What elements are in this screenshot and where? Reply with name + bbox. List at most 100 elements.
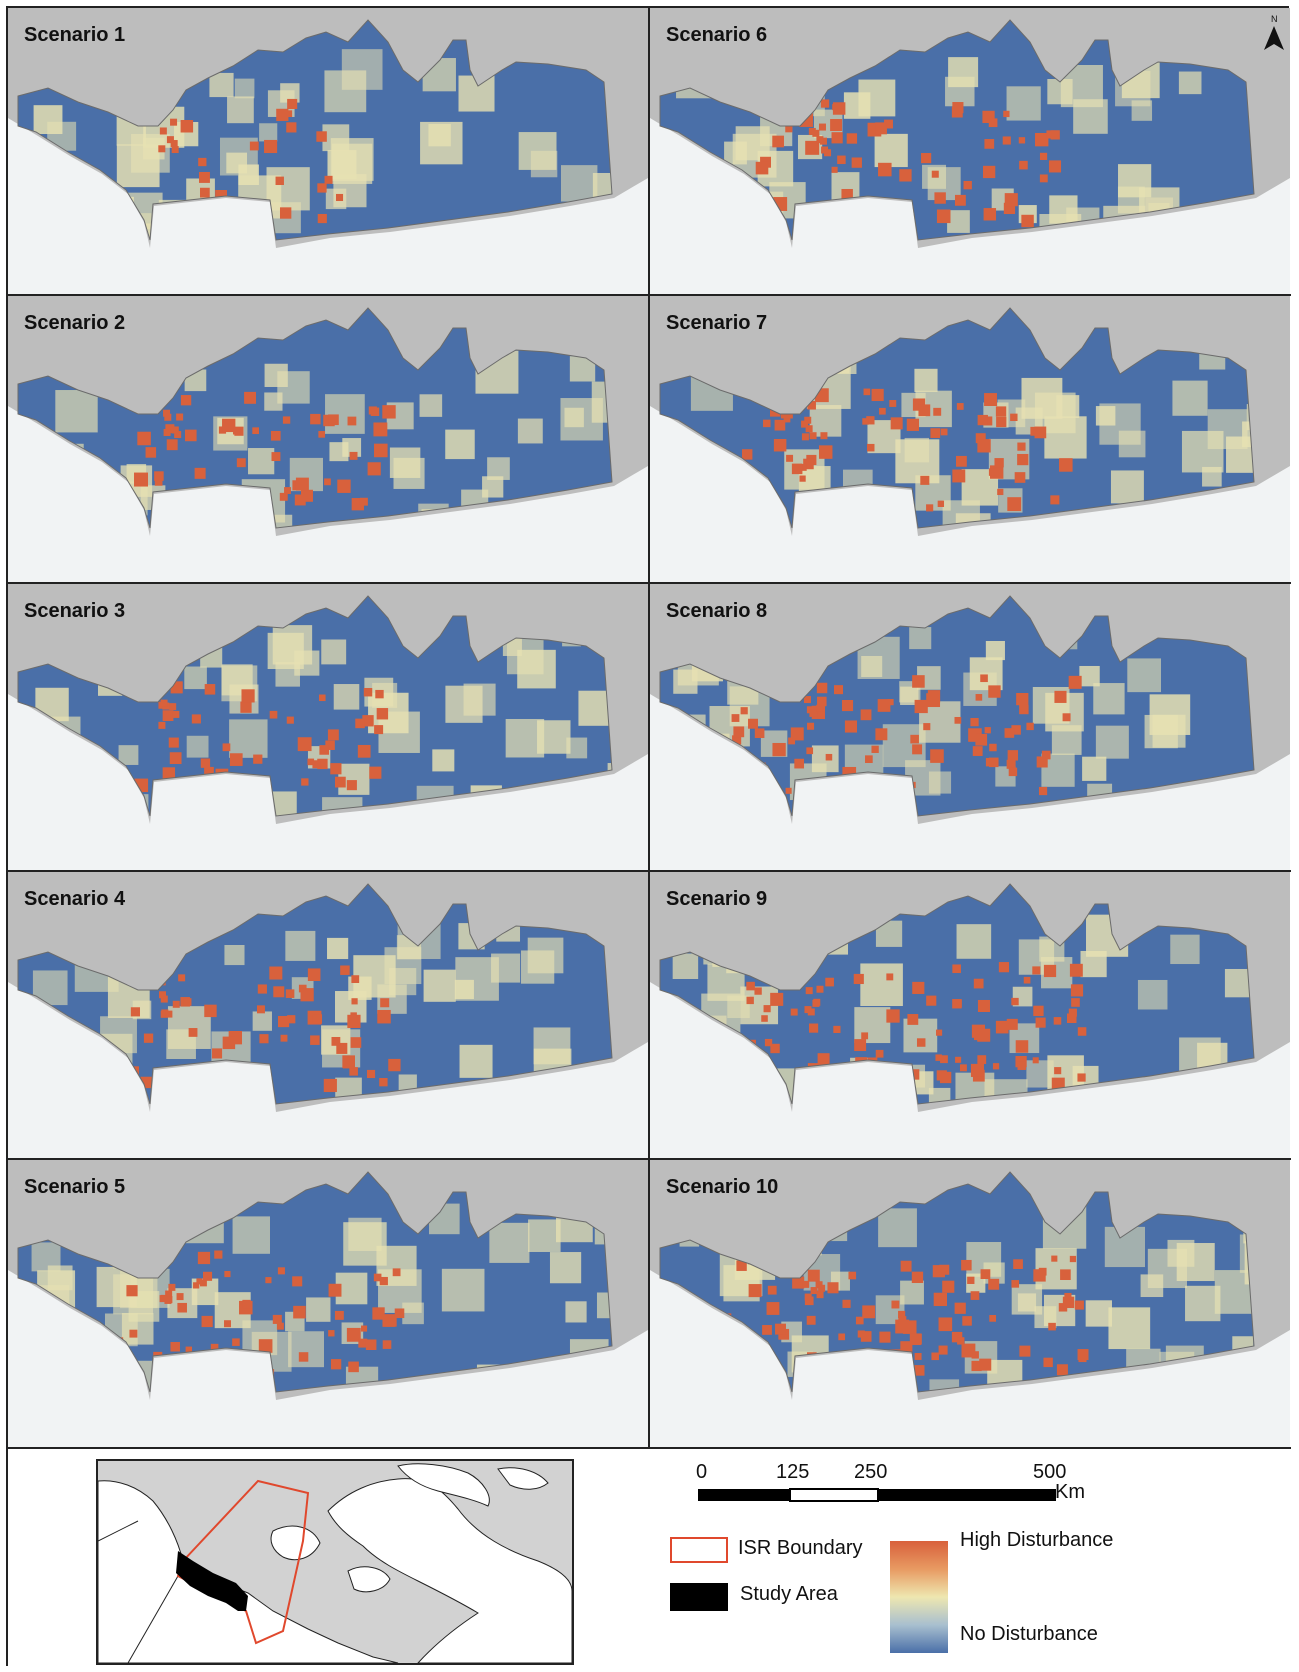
high-disturbance-cell [280, 1034, 288, 1042]
mid-disturbance-cell [294, 650, 320, 676]
high-disturbance-cell [989, 743, 997, 752]
high-disturbance-cell [316, 131, 327, 142]
high-disturbance-cell [1039, 152, 1048, 160]
outside-land [650, 982, 1290, 1159]
high-disturbance-cell [770, 992, 784, 1006]
mid-disturbance-cell [489, 1222, 530, 1263]
outside-land [650, 1270, 1290, 1447]
high-disturbance-cell [214, 1250, 223, 1259]
mid-disturbance-cell [227, 96, 254, 124]
high-disturbance-cell [785, 125, 793, 133]
high-disturbance-cell [825, 977, 834, 987]
high-disturbance-cell [989, 1315, 997, 1322]
high-disturbance-cell [799, 475, 806, 482]
high-disturbance-cell [269, 710, 278, 719]
high-disturbance-cell [942, 1280, 955, 1293]
high-disturbance-cell [773, 438, 787, 452]
high-disturbance-cell [1026, 722, 1034, 731]
high-disturbance-cell [808, 127, 816, 135]
mid-disturbance-cell [985, 640, 1005, 661]
high-disturbance-cell [1023, 976, 1031, 984]
high-disturbance-cell [194, 467, 206, 479]
high-disturbance-cell [317, 213, 327, 224]
high-disturbance-cell [351, 975, 360, 983]
high-disturbance-cell [954, 1302, 966, 1314]
high-disturbance-cell [1039, 174, 1048, 183]
high-disturbance-cell [163, 409, 171, 417]
high-disturbance-cell [372, 1307, 385, 1320]
high-disturbance-cell [772, 742, 786, 757]
high-disturbance-cell [178, 974, 186, 982]
high-disturbance-cell [938, 1317, 953, 1332]
high-disturbance-cell [992, 1063, 1000, 1070]
high-disturbance-cell [807, 722, 815, 730]
mid-disturbance-cell [55, 390, 98, 433]
map-panel-scenario-3: Scenario 3 [8, 584, 648, 871]
high-disturbance-cell [351, 998, 358, 1005]
high-disturbance-cell [282, 416, 291, 424]
high-disturbance-cell [1068, 1008, 1077, 1017]
high-disturbance-cell [176, 413, 184, 421]
high-disturbance-cell [1068, 675, 1082, 689]
high-disturbance-cell [862, 418, 869, 425]
mid-disturbance-cell [229, 719, 268, 758]
high-disturbance-cell [1062, 713, 1071, 722]
scale-tick-label: 0 [696, 1461, 708, 1483]
high-disturbance-cell [222, 418, 236, 433]
high-disturbance-cell [154, 478, 163, 486]
high-disturbance-cell [951, 1331, 963, 1343]
high-disturbance-cell [161, 1009, 169, 1017]
high-disturbance-cell [938, 1345, 948, 1355]
high-disturbance-cell [382, 405, 396, 419]
high-disturbance-cell [159, 127, 167, 135]
high-disturbance-cell [879, 407, 886, 415]
high-disturbance-cell [918, 404, 931, 417]
high-disturbance-cell [962, 1316, 972, 1326]
high-disturbance-cell [785, 787, 792, 794]
high-disturbance-cell [871, 745, 879, 753]
high-disturbance-cell [951, 106, 963, 118]
legend-isr-label: ISR Boundary [738, 1537, 863, 1559]
scale-bar [698, 1488, 1056, 1502]
high-disturbance-cell [805, 425, 813, 433]
high-disturbance-cell [939, 1264, 950, 1275]
outside-land [8, 118, 648, 295]
high-disturbance-cell [232, 1338, 240, 1346]
mid-disturbance-cell [329, 442, 349, 462]
high-disturbance-cell [162, 767, 176, 780]
high-disturbance-cell [1034, 426, 1047, 439]
mid-disturbance-cell [209, 72, 234, 98]
high-disturbance-cell [158, 721, 166, 729]
high-disturbance-cell [269, 966, 283, 980]
high-disturbance-cell [165, 1290, 173, 1298]
high-disturbance-cell [821, 146, 829, 154]
high-disturbance-cell [970, 717, 979, 727]
high-disturbance-cell [930, 428, 941, 438]
high-disturbance-cell [1050, 130, 1060, 140]
high-disturbance-cell [236, 458, 246, 468]
high-disturbance-cell [253, 754, 263, 764]
high-disturbance-cell [855, 1316, 864, 1325]
high-disturbance-cell [1069, 963, 1083, 977]
high-disturbance-cell [1006, 1018, 1018, 1030]
mid-disturbance-cell [285, 930, 316, 961]
high-disturbance-cell [285, 110, 293, 118]
high-disturbance-cell [933, 1292, 948, 1307]
high-disturbance-cell [763, 1005, 771, 1013]
high-disturbance-cell [754, 728, 765, 739]
mid-disturbance-cell [306, 1297, 331, 1322]
high-disturbance-cell [285, 989, 295, 998]
high-disturbance-cell [355, 718, 365, 729]
panel-title: Scenario 7 [666, 312, 768, 334]
map-panel-scenario-4: Scenario 4 [8, 872, 648, 1159]
high-disturbance-cell [1017, 453, 1029, 466]
high-disturbance-cell [164, 1296, 172, 1304]
high-disturbance-cell [975, 733, 988, 746]
high-disturbance-cell [1051, 1255, 1058, 1262]
map-panel-svg [650, 8, 1290, 295]
high-disturbance-cell [1035, 1017, 1046, 1028]
high-disturbance-cell [201, 1315, 213, 1328]
high-disturbance-cell [900, 1260, 912, 1272]
legend-high-label: High Disturbance [960, 1529, 1114, 1551]
high-disturbance-cell [772, 135, 784, 148]
